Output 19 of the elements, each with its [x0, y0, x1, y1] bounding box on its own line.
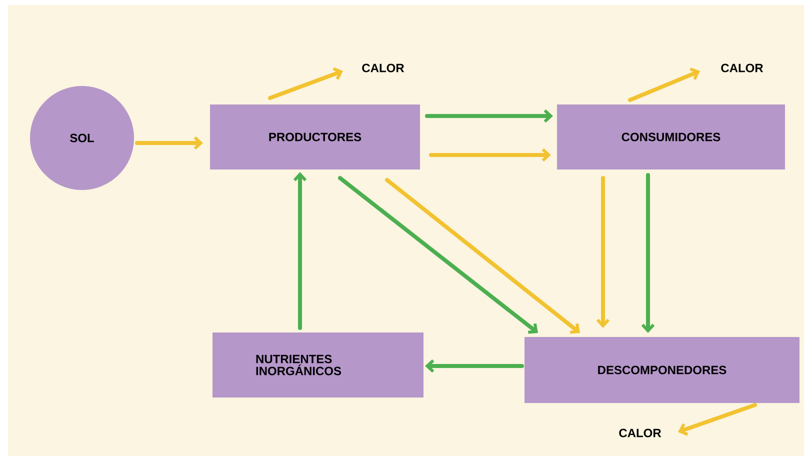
arrow: [628, 68, 700, 102]
arrow: [385, 178, 580, 334]
arrow: [425, 359, 524, 373]
arrow: [293, 172, 307, 330]
heat-label: CALOR: [619, 428, 662, 438]
heat-label: CALOR: [362, 64, 404, 72]
arrow: [268, 67, 343, 100]
process-box: NUTRIENTES INORGÁNICOS: [212, 332, 424, 398]
arrow: [135, 136, 203, 150]
arrow: [596, 176, 610, 328]
process-box: CONSUMIDORES: [557, 104, 785, 170]
process-box: DESCOMPONEDORES: [524, 337, 800, 403]
arrow: [641, 173, 655, 333]
arrow: [338, 176, 538, 334]
process-box: PRODUCTORES: [210, 104, 420, 170]
arrow: [678, 403, 757, 436]
arrow: [425, 109, 553, 123]
heat-label: CALOR: [721, 64, 764, 72]
arrow: [429, 148, 551, 162]
